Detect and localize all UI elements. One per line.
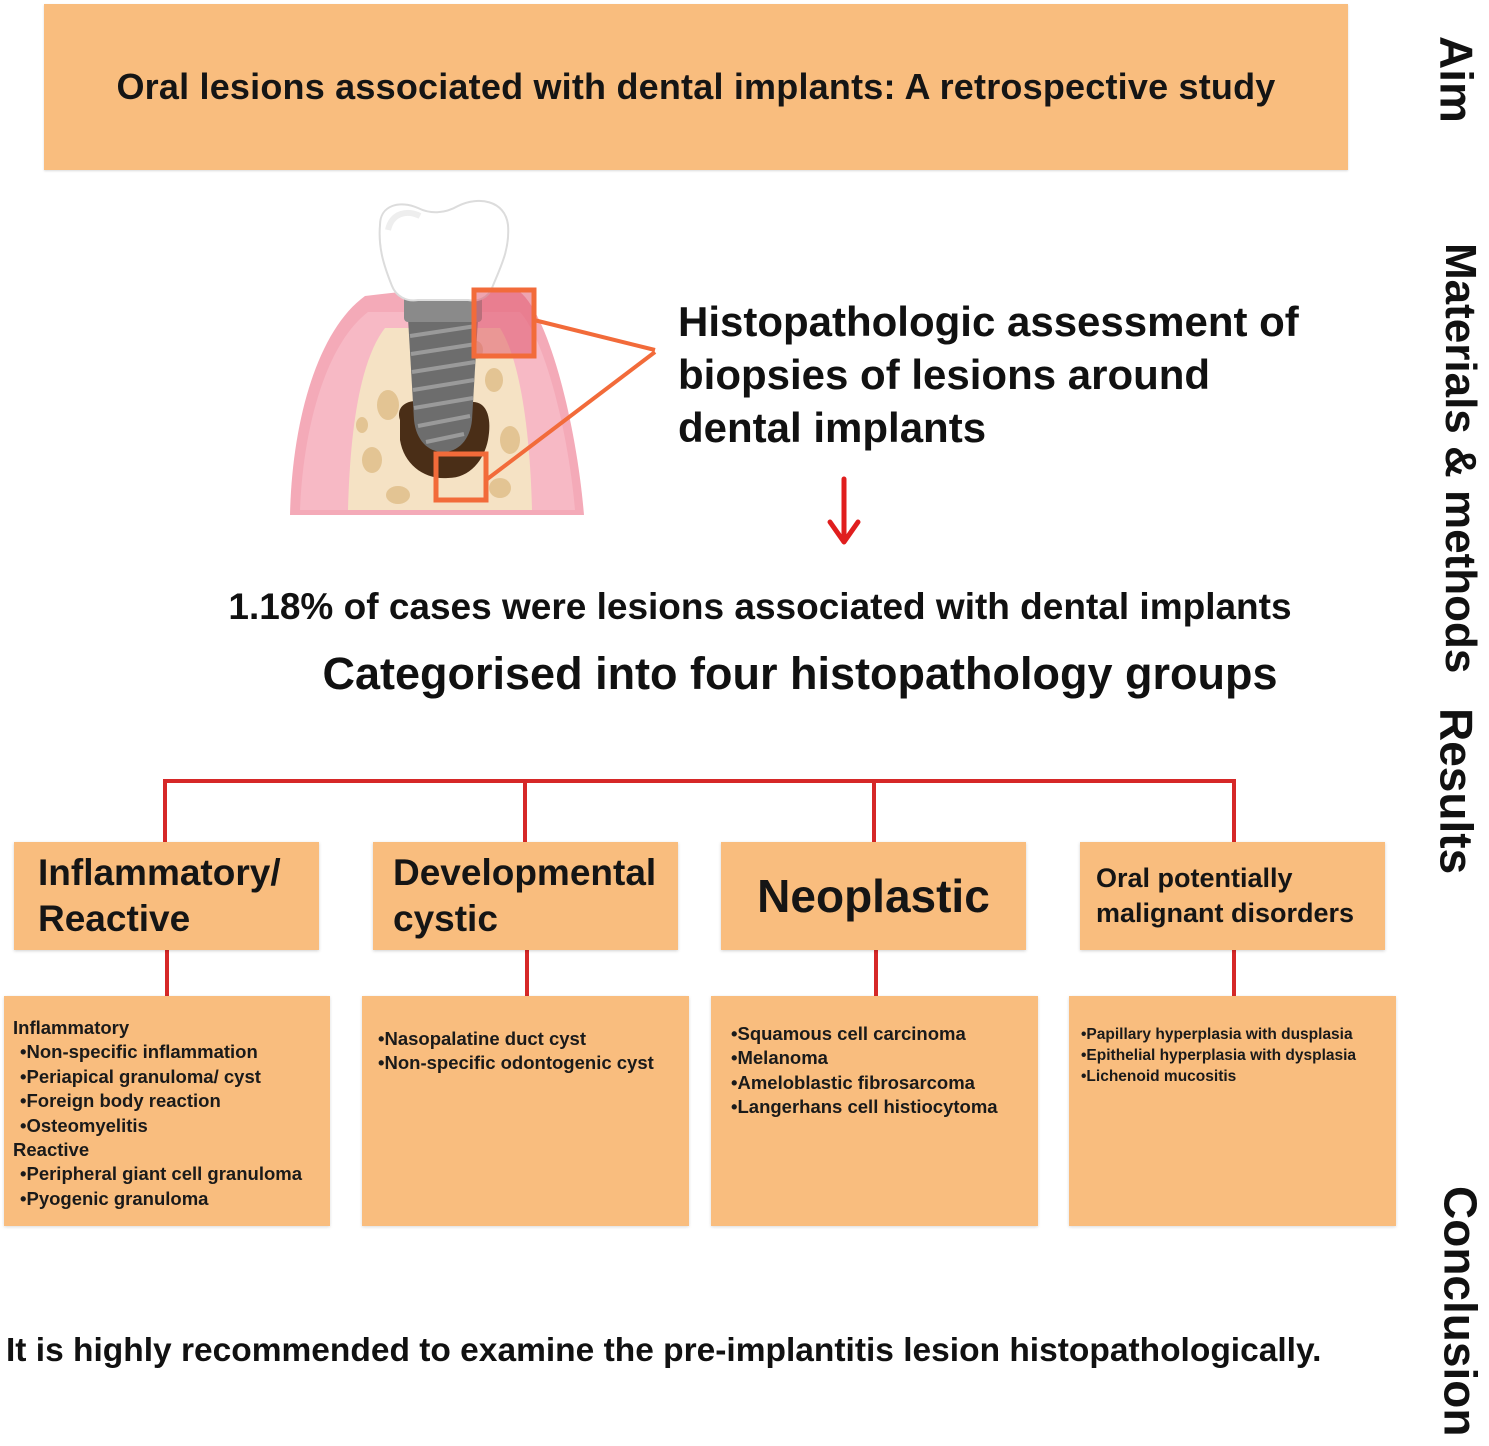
group-label: Oral potentially malignant disorders <box>1080 861 1354 931</box>
group-label-line: cystic <box>393 898 498 939</box>
implant-crown <box>378 199 510 302</box>
detail-box-developmental-cystic: •Nasopalatine duct cyst •Non-specific od… <box>362 996 689 1226</box>
lesion-list: •Papillary hyperplasia with dusplasia •E… <box>1081 1024 1396 1087</box>
list-item: •Langerhans cell histiocytoma <box>731 1096 998 1118</box>
study-title: Oral lesions associated with dental impl… <box>116 66 1276 107</box>
section-label-conclusion: Conclusion <box>1434 1186 1487 1437</box>
methods-line: biopsies of lesions around <box>678 351 1211 398</box>
list-subheading: Reactive <box>13 1139 90 1161</box>
list-item: •Squamous cell carcinoma <box>731 1023 966 1044</box>
group-box-opmd: Oral potentially malignant disorders <box>1080 842 1385 950</box>
methods-line: Histopathologic assessment of <box>678 298 1299 345</box>
methods-description: Histopathologic assessment of biopsies o… <box>678 295 1338 454</box>
list-item: •Osteomyelitis <box>20 1114 148 1136</box>
section-label-results: Results <box>1430 708 1483 875</box>
pointer-line-upper <box>533 318 656 352</box>
group-label: Inflammatory/ Reactive <box>14 850 281 942</box>
detail-box-neoplastic: •Squamous cell carcinoma •Melanoma •Amel… <box>711 996 1038 1226</box>
conclusion-statement: It is highly recommended to examine the … <box>6 1332 1322 1369</box>
list-subheading: Inflammatory <box>13 1017 130 1038</box>
group-label-line: Reactive <box>38 898 191 939</box>
lesion-list: Inflammatory •Non-specific inflammation … <box>13 1016 330 1211</box>
lesion-list: •Nasopalatine duct cyst •Non-specific od… <box>378 1027 689 1076</box>
lesion-list: •Squamous cell carcinoma •Melanoma •Amel… <box>731 1022 1038 1120</box>
list-item: •Periapical granuloma/ cyst <box>20 1065 261 1087</box>
list-item: •Foreign body reaction <box>20 1090 221 1112</box>
list-item: •Non-specific odontogenic cyst <box>378 1052 654 1074</box>
list-item: •Non-specific inflammation <box>20 1041 258 1063</box>
group-box-inflammatory-reactive: Inflammatory/ Reactive <box>14 842 319 950</box>
group-label: Developmental cystic <box>373 850 656 942</box>
list-item: •Papillary hyperplasia with dusplasia <box>1081 1026 1353 1043</box>
dental-implant-illustration <box>290 199 657 515</box>
group-connectors <box>163 779 1236 996</box>
detail-box-opmd: •Papillary hyperplasia with dusplasia •E… <box>1069 996 1396 1226</box>
list-item: •Ameloblastic fibrosarcoma <box>731 1071 975 1093</box>
group-box-developmental-cystic: Developmental cystic <box>373 842 678 950</box>
list-item: •Melanoma <box>731 1047 828 1069</box>
section-label-materials-methods: Materials & methods <box>1436 243 1485 674</box>
groups-heading: Categorised into four histopathology gro… <box>322 648 1278 699</box>
highlight-box-upper <box>471 287 537 359</box>
group-label-line: Inflammatory/ <box>38 852 281 893</box>
group-label-line: malignant disorders <box>1096 898 1355 928</box>
detail-box-inflammatory-reactive: Inflammatory •Non-specific inflammation … <box>4 996 330 1226</box>
list-item: •Peripheral giant cell granuloma <box>20 1163 302 1185</box>
group-box-neoplastic: Neoplastic <box>721 842 1026 950</box>
methods-line: dental implants <box>678 404 987 451</box>
title-banner: Oral lesions associated with dental impl… <box>44 4 1348 170</box>
list-item: •Nasopalatine duct cyst <box>378 1028 586 1049</box>
group-label-line: Oral potentially <box>1096 863 1293 893</box>
group-label: Neoplastic <box>757 870 990 922</box>
pointer-line-lower <box>484 350 657 482</box>
list-item: •Pyogenic granuloma <box>20 1187 209 1209</box>
section-label-aim: Aim <box>1430 36 1483 123</box>
list-item: •Epithelial hyperplasia with dysplasia <box>1081 1047 1357 1064</box>
highlight-box-lower <box>433 451 489 503</box>
group-label-line: Developmental <box>393 852 657 893</box>
result-statement: 1.18% of cases were lesions associated w… <box>228 586 1292 627</box>
down-arrow-icon <box>827 476 861 545</box>
list-item: •Lichenoid mucositis <box>1081 1068 1237 1085</box>
